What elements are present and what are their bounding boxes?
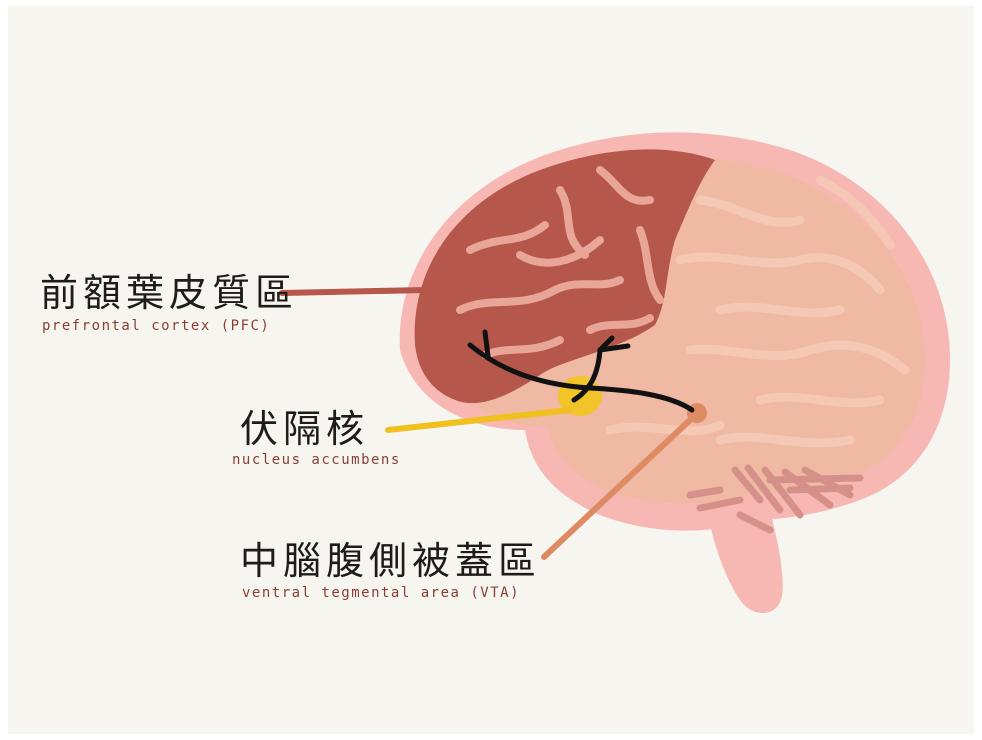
pfc-pointer [282,290,426,293]
pfc-label-zh: 前額葉皮質區 [40,262,298,317]
vta-label-zh: 中腦腹側被蓋區 [240,530,541,585]
vta-label-en: ventral tegmental area (VTA) [242,585,520,601]
pfc-label-en: prefrontal cortex (PFC) [42,318,270,334]
nac-label-zh: 伏隔核 [240,398,369,453]
nac-label-en: nucleus accumbens [232,452,401,468]
